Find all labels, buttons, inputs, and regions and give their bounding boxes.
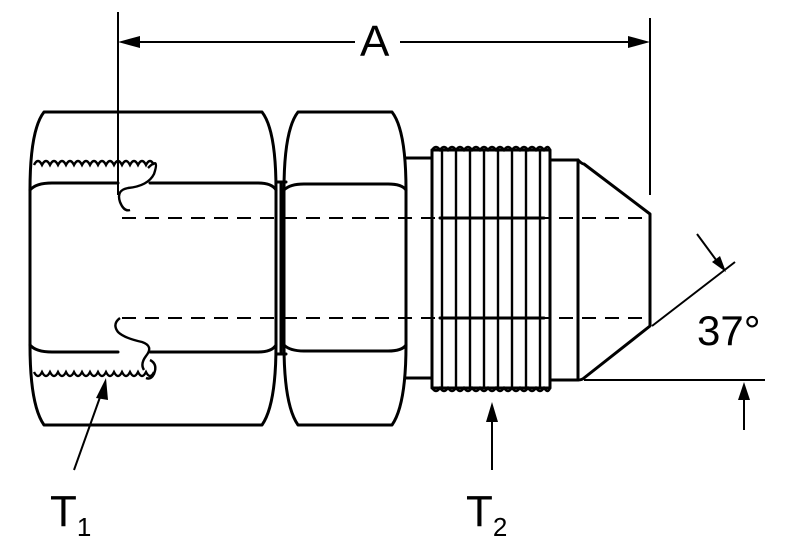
- t2-label-main: T: [466, 487, 493, 536]
- middle-hex-nut: [282, 110, 408, 427]
- t1-label-main: T: [50, 487, 77, 536]
- left-hex-nut: [28, 110, 278, 427]
- internal-thread-t1: [32, 159, 158, 380]
- t2-label: T2: [466, 487, 507, 541]
- t1-label-sub: 1: [76, 512, 92, 542]
- threaded-shank-t2: [404, 145, 552, 393]
- bore-hidden-lines: [122, 217, 650, 319]
- dimension-a-line: [117, 12, 651, 195]
- angle-dimension: [584, 233, 765, 430]
- angle-label: 37°: [697, 307, 761, 354]
- t1-label: T1: [50, 487, 91, 541]
- dimension-a-label: A: [360, 17, 390, 66]
- leader-t2: [486, 402, 498, 470]
- leader-t1: [73, 378, 108, 471]
- t2-label-sub: 2: [492, 512, 508, 542]
- flare-cone: [548, 158, 652, 382]
